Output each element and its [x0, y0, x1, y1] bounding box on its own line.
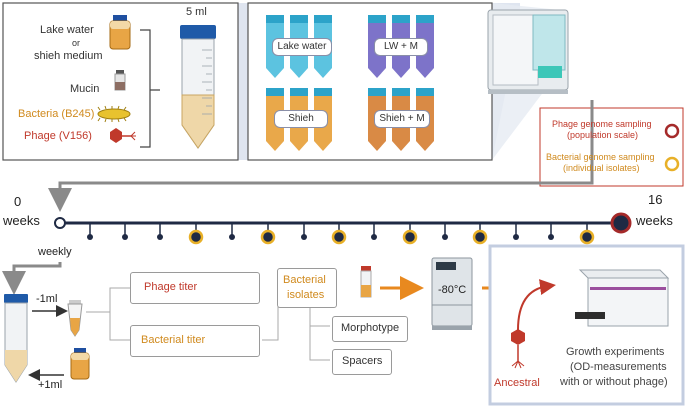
label-bacteria: Bacteria (B245) — [18, 108, 95, 120]
spacers-box: Spacers — [332, 349, 392, 375]
label-or: or — [72, 38, 81, 48]
label-lake-water: Lake water — [40, 24, 94, 36]
growth-line1: Growth experiments — [566, 346, 665, 358]
medium-bottle-small-icon — [70, 348, 90, 380]
freezer-temp-label: -80°C — [438, 284, 467, 296]
plus-ml-label: +1ml — [38, 379, 63, 391]
morphotype-box: Morphotype — [332, 316, 408, 342]
treatment-lw-m: LW + M — [374, 38, 428, 56]
bacterial-titer-label: Bacterial titer — [141, 334, 206, 346]
legend-phage-line2: (population scale) — [567, 130, 639, 140]
minus-ml-label: -1ml — [36, 293, 58, 305]
legend-bacterial-line2: (individual isolates) — [563, 163, 640, 173]
bacterial-isolates-box: Bacterial isolates — [277, 268, 337, 308]
label-volume: 5 ml — [186, 6, 207, 18]
bacteria-icon — [97, 105, 131, 123]
weekly-arrow — [2, 262, 62, 295]
phage-titer-box: Phage titer — [130, 272, 260, 304]
label-phage: Phage (V156) — [24, 130, 92, 142]
timeline-ticks — [89, 223, 588, 235]
incubator-icon — [487, 9, 569, 94]
timeline-start-marker — [54, 217, 66, 229]
morphotype-label: Morphotype — [341, 322, 400, 334]
legend-phage-marker — [664, 123, 680, 139]
tube-group-shieh-m — [368, 88, 434, 151]
bacterial-titer-box: Bacterial titer — [130, 325, 260, 357]
timeline-end-num: 16 — [648, 192, 663, 207]
treatment-shieh: Shieh — [274, 110, 328, 128]
timeline-end-unit: weeks — [636, 213, 673, 228]
ancestral-label: Ancestral — [494, 377, 540, 389]
culture-tube-icon — [4, 294, 28, 383]
legend-box — [539, 107, 684, 187]
timeline-start-unit: weeks — [3, 213, 40, 228]
isolates-line1: Bacterial — [283, 274, 326, 286]
legend-phage-line1: Phage genome sampling — [552, 119, 652, 129]
medium-bottle-icon — [109, 15, 131, 50]
ancestral-phage-icon — [511, 329, 525, 369]
freezer-icon — [431, 257, 473, 330]
timeline-bacterial-sampling-markers — [188, 229, 595, 245]
label-mucin: Mucin — [70, 83, 100, 95]
treatment-lake-water: Lake water — [272, 38, 332, 56]
large-tube-icon — [180, 25, 216, 149]
phage-icon — [110, 128, 136, 143]
weekly-label: weekly — [38, 246, 72, 258]
growth-line2: (OD-measurements — [570, 361, 667, 373]
spacers-label: Spacers — [342, 355, 383, 367]
treatment-shieh-m: Shieh + M — [374, 110, 430, 128]
isolate-tube-icon — [360, 266, 372, 298]
legend-bacterial-marker — [664, 156, 680, 172]
phage-titer-label: Phage titer — [144, 281, 198, 293]
timeline-start-num: 0 — [14, 194, 22, 209]
isolates-line2: isolates — [287, 289, 325, 301]
label-shieh-medium: shieh medium — [34, 50, 103, 62]
growth-line3: with or without phage) — [560, 376, 668, 388]
connector-arrow — [48, 100, 594, 212]
legend-bacterial-line1: Bacterial genome sampling — [546, 152, 655, 162]
plate-reader-icon — [575, 269, 670, 327]
ancestral-arrow — [517, 279, 556, 331]
timeline-end-marker — [610, 212, 632, 234]
mucin-vial-icon — [114, 70, 126, 91]
eppendorf-icon — [67, 300, 83, 337]
